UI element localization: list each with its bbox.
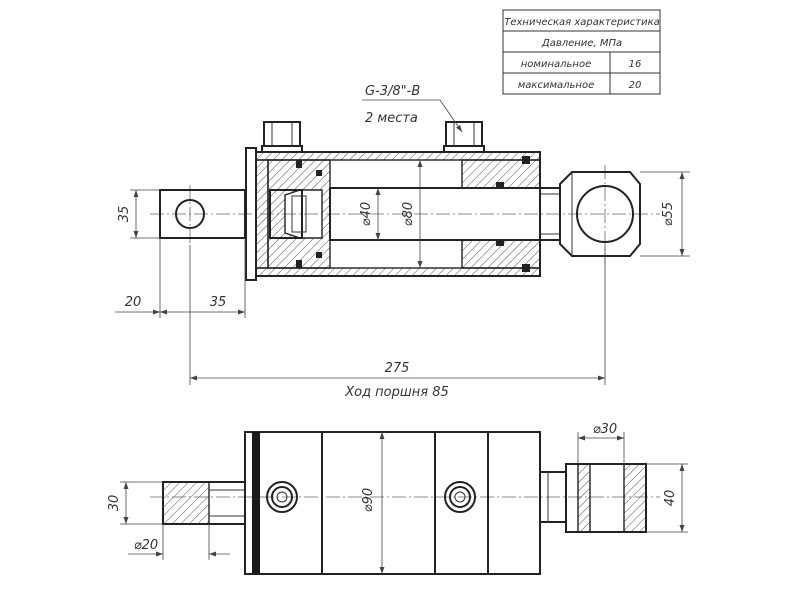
spec-table-title: Техническая характеристика xyxy=(504,17,660,28)
dimension-eye-diameter: ⌀55 xyxy=(640,171,690,257)
dimension-pin-height: 35 xyxy=(117,189,160,239)
svg-text:⌀20: ⌀20 xyxy=(134,538,158,553)
spec-table-row-label: максимальное xyxy=(518,80,594,91)
exterior-view: 30 ⌀20 ⌀90 ⌀30 40 xyxy=(107,422,688,575)
svg-text:⌀30: ⌀30 xyxy=(593,422,617,437)
port-fitting xyxy=(443,121,485,153)
dimension-overall-length: 275 Ход поршня 85 xyxy=(190,245,606,400)
stroke-label: Ход поршня 85 xyxy=(344,385,449,400)
svg-text:40: 40 xyxy=(663,490,678,507)
dimension-offsets: 20 35 xyxy=(115,238,246,385)
thread-places: 2 места xyxy=(365,111,418,126)
svg-text:30: 30 xyxy=(107,495,122,512)
svg-text:⌀90: ⌀90 xyxy=(361,488,376,512)
svg-text:20: 20 xyxy=(125,295,142,310)
dimension-lug-width: 30 xyxy=(107,481,163,525)
dimension-lug-bore: ⌀20 xyxy=(128,524,230,560)
port-fitting xyxy=(261,121,303,153)
spec-table-row-value: 20 xyxy=(629,80,642,91)
rod-eye xyxy=(559,171,641,257)
port-fitting-side xyxy=(266,481,298,513)
svg-text:35: 35 xyxy=(210,295,227,310)
rod-gland xyxy=(461,156,541,272)
end-cap-band xyxy=(252,432,260,574)
thread-spec: G-3/8"-B xyxy=(365,84,420,99)
spec-table: Техническая характеристика Давление, МПа… xyxy=(502,9,661,95)
dimension-rod-end-diameter: ⌀30 xyxy=(577,422,625,464)
piston xyxy=(267,159,331,269)
svg-text:⌀55: ⌀55 xyxy=(661,202,676,226)
svg-text:275: 275 xyxy=(385,361,410,376)
port-fitting-side xyxy=(444,481,476,513)
dimension-body-diameter: ⌀90 xyxy=(361,432,385,574)
svg-text:⌀80: ⌀80 xyxy=(401,202,416,226)
spec-table-row-label: Давление, МПа xyxy=(541,38,622,49)
thread-callout: G-3/8"-B 2 места xyxy=(362,84,463,133)
dimension-rod-diameter: ⌀40 xyxy=(359,188,381,240)
spec-table-row-label: номинальное xyxy=(521,59,591,70)
rear-lug-side xyxy=(162,481,246,525)
dimension-rod-end-length: 40 xyxy=(646,463,688,533)
dimension-bore-diameter: ⌀80 xyxy=(401,160,423,268)
svg-text:⌀40: ⌀40 xyxy=(359,202,374,226)
section-view: G-3/8"-B 2 места 35 20 35 ⌀40 ⌀80 xyxy=(115,84,690,400)
svg-text:35: 35 xyxy=(117,206,132,223)
spec-table-row-value: 16 xyxy=(629,59,642,70)
rod-end-side xyxy=(565,463,647,533)
